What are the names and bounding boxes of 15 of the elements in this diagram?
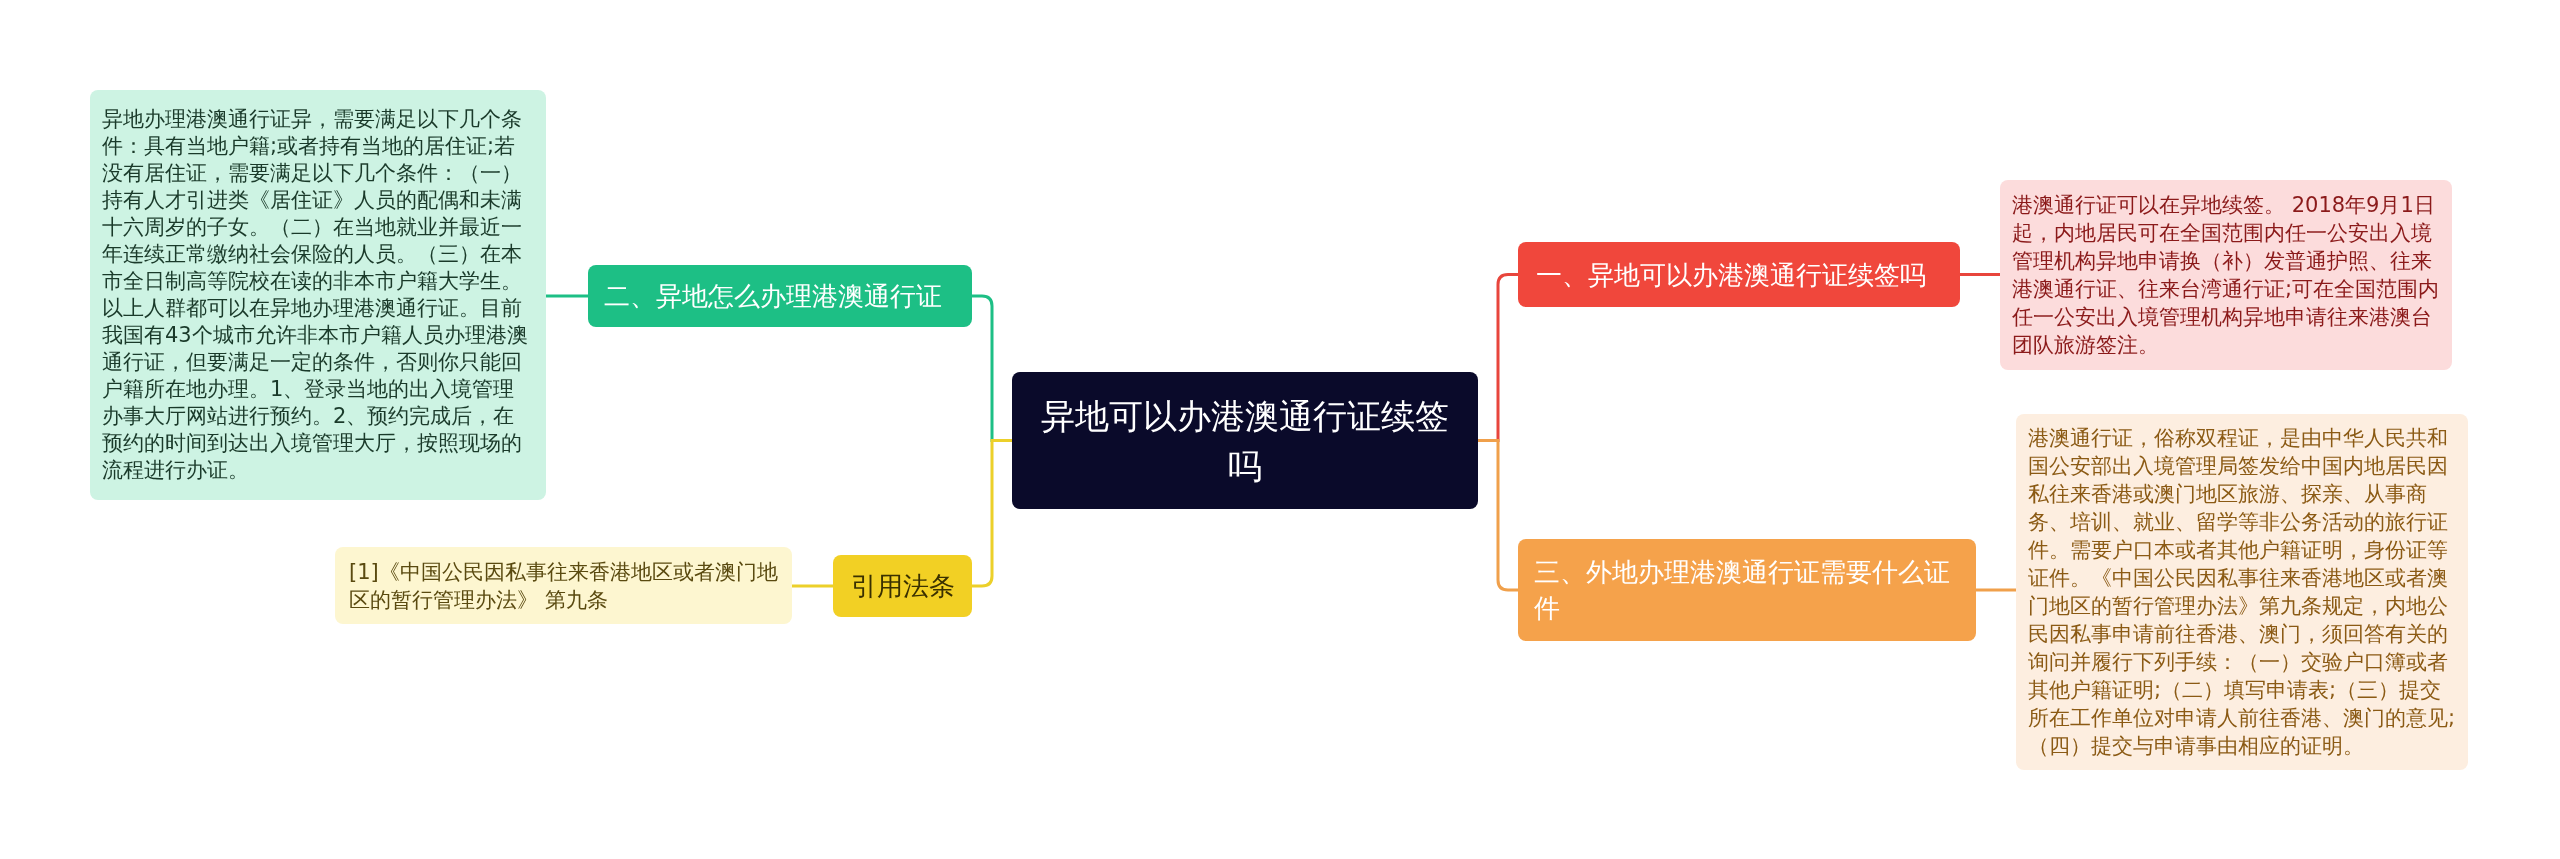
note-box: 港澳通行证，俗称双程证，是由中华人民共和国公安部出入境管理局签发给中国内地居民因私往来香港或澳门地区旅游、探亲、从事商务、培训、就业、留学等非公务活动的旅行证件。需要户口本或者其他户籍证明，身份证等证件。《中国公民因私事往来香港地区或者澳门地区的暂行管理办法》第九条规定，内地公民因私事申请前往香港、澳门，须回答有关的询问并履行下列手续：（一）交验户口簿或者其他户籍证明;（二）填写申请表;（三）提交所在工作单位对申请人前往香港、澳门的意见;（四）提交与申请事由相应的证明。 — [2016, 414, 2468, 770]
connector-line — [792, 584, 833, 588]
note-box: [1]《中国公民因私事往来香港地区或者澳门地区的暂行管理办法》 第九条 — [335, 547, 792, 624]
connector-line — [546, 294, 588, 298]
branch-topic-box: 引用法条 — [833, 555, 972, 617]
connector-line — [1960, 273, 2000, 276]
connector-line — [1976, 588, 2016, 592]
branch-topic-box: 一、异地可以办港澳通行证续签吗 — [1518, 242, 1960, 307]
connector-line — [1478, 439, 1518, 592]
central-topic-box: 异地可以办港澳通行证续签吗 — [1012, 372, 1478, 509]
branch-topic-box: 二、异地怎么办理港澳通行证 — [588, 265, 972, 327]
note-box: 异地办理港澳通行证异，需要满足以下几个条件：具有当地户籍;或者持有当地的居住证;若没有居住证，需要满足以下几个条件：（一）持有人才引进类《居住证》人员的配偶和未满十六周岁的子女。（二）在当地就业并最近一年连续正常缴纳社会保险的人员。（三）在本市全日制高等院校在读的非本市户籍大学生。以上人群都可以在异地办理港澳通行证。目前我国有43个城市允许非本市户籍人员办理港澳通行证，但要满足一定的条件，否则你只能回户籍所在地办理。1、登录当地的出入境管理办事大厅网站进行预约。2、预约完成后，在预约的时间到达出入境管理大厅，按照现场的流程进行办证。 — [90, 90, 546, 500]
connector-line — [972, 439, 1012, 588]
branch-topic-box: 三、外地办理港澳通行证需要什么证件 — [1518, 539, 1976, 641]
note-box: 港澳通行证可以在异地续签。 2018年9月1日起，内地居民可在全国范围内任一公安出入境管理机构异地申请换（补）发普通护照、往来港澳通行证、往来台湾通行证;可在全国范围内任一公安出入境管理机构异地申请往来港澳台团队旅游签注。 — [2000, 180, 2452, 370]
